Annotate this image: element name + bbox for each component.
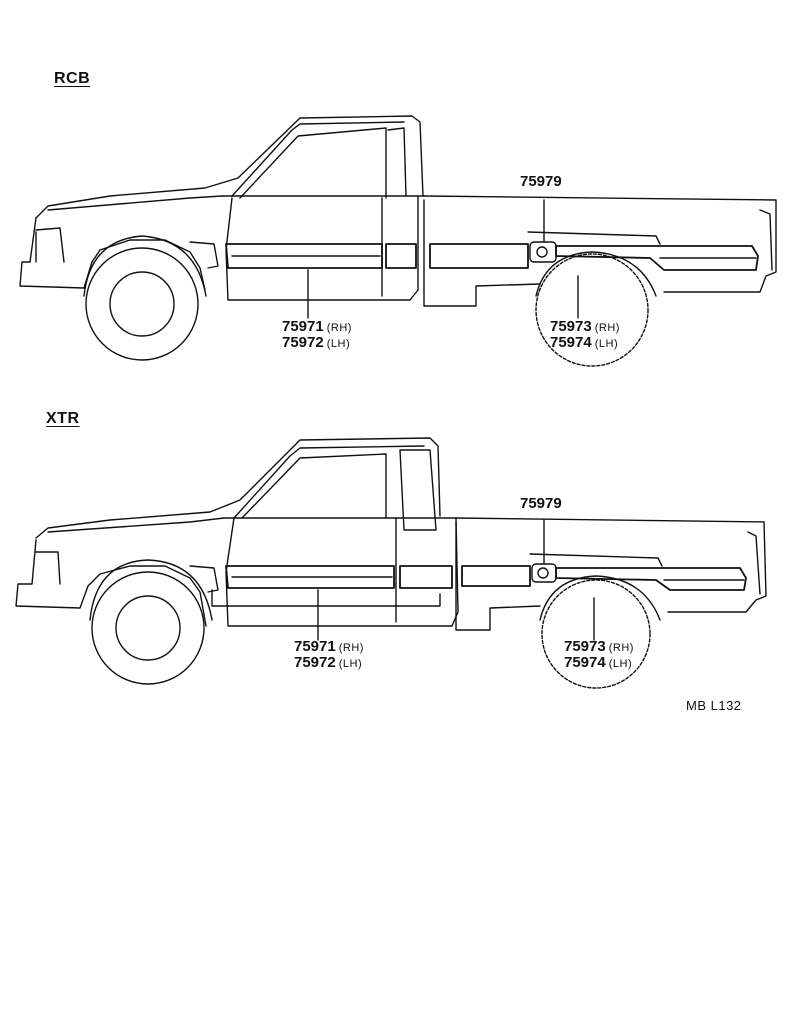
xtr-front-moulding-lh: 75972(LH)	[294, 654, 362, 673]
part-number: 75973	[564, 638, 606, 655]
side-label: (RH)	[326, 322, 352, 334]
xtr-truck-drawing	[15, 437, 767, 689]
rcb-truck-drawing	[19, 115, 777, 367]
rcb-rear-moulding-lh: 75974(LH)	[550, 334, 618, 353]
side-label: (LH)	[608, 658, 633, 670]
part-number: 75974	[564, 654, 606, 671]
side-label: (RH)	[594, 322, 620, 334]
rcb-emblem-part-number: 75979	[520, 173, 562, 190]
side-label: (LH)	[338, 658, 363, 670]
xtr-rear-moulding-lh: 75974(LH)	[564, 654, 632, 673]
section-title-rcb: RCB	[54, 70, 91, 87]
part-number: 75971	[282, 318, 324, 335]
side-label: (LH)	[326, 338, 351, 350]
xtr-front-moulding-rh: 75971(RH)	[294, 638, 364, 657]
side-label: (RH)	[608, 642, 634, 654]
part-number: 75973	[550, 318, 592, 335]
side-label: (LH)	[594, 338, 619, 350]
rcb-front-moulding-lh: 75972(LH)	[282, 334, 350, 353]
part-number: 75974	[550, 334, 592, 351]
rcb-front-moulding-rh: 75971(RH)	[282, 318, 352, 337]
xtr-emblem-part-number: 75979	[520, 495, 562, 512]
part-number: 75971	[294, 638, 336, 655]
part-number: 75972	[282, 334, 324, 351]
rcb-rear-moulding-rh: 75973(RH)	[550, 318, 620, 337]
section-title-xtr: XTR	[46, 410, 80, 427]
side-label: (RH)	[338, 642, 364, 654]
drawing-code: MB L132	[686, 698, 742, 713]
part-number: 75972	[294, 654, 336, 671]
xtr-rear-moulding-rh: 75973(RH)	[564, 638, 634, 657]
